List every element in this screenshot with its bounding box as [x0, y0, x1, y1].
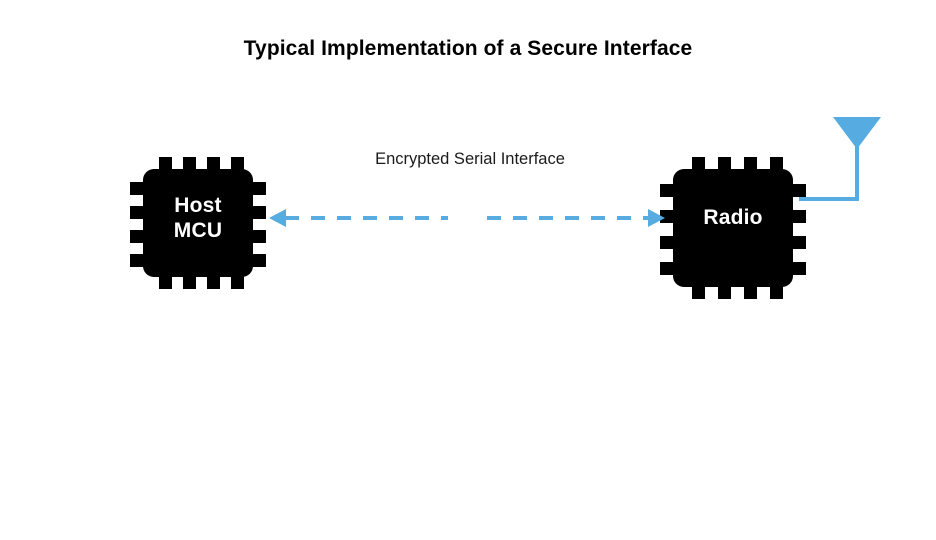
node-label-host-mcu: Host MCU [173, 194, 223, 242]
chip-pin-left-1 [660, 184, 675, 197]
chip-pin-right-1 [791, 184, 806, 197]
chip-pin-top-3 [207, 157, 220, 171]
node-host-mcu[interactable]: Host MCU [130, 157, 266, 289]
node-radio[interactable]: Radio [660, 157, 806, 299]
serial-link-label: Encrypted Serial Interface [375, 150, 565, 168]
chip-pin-right-2 [251, 206, 266, 219]
chip-pin-right-3 [791, 236, 806, 249]
chip-pin-bottom-4 [770, 285, 783, 299]
chip-pin-bottom-2 [183, 275, 196, 289]
chip-pin-right-3 [251, 230, 266, 243]
chip-pin-right-4 [251, 254, 266, 267]
arrow-head-left-icon [269, 209, 286, 227]
chip-body [143, 169, 253, 277]
chip-pin-left-3 [660, 236, 675, 249]
diagram-title: Typical Implementation of a Secure Inter… [243, 37, 693, 60]
chip-pin-top-1 [692, 157, 705, 171]
chip-pin-top-1 [159, 157, 172, 171]
chip-pin-top-4 [231, 157, 244, 171]
chip-pin-top-3 [744, 157, 757, 171]
serial-link-dash-left [285, 216, 448, 220]
antenna-feed-vertical [855, 140, 859, 201]
serial-link-dash-right [487, 216, 650, 220]
chip-pin-bottom-2 [718, 285, 731, 299]
antenna-icon [833, 117, 881, 149]
chip-pin-top-2 [183, 157, 196, 171]
chip-pin-right-4 [791, 262, 806, 275]
chip-pin-left-3 [130, 230, 145, 243]
chip-pin-left-4 [660, 262, 675, 275]
chip-pin-left-2 [130, 206, 145, 219]
chip-pin-bottom-1 [692, 285, 705, 299]
chip-pin-top-4 [770, 157, 783, 171]
chip-pin-right-1 [251, 182, 266, 195]
chip-pin-bottom-1 [159, 275, 172, 289]
chip-pin-left-1 [130, 182, 145, 195]
antenna-feed-horizontal [799, 197, 859, 201]
chip-pin-bottom-3 [744, 285, 757, 299]
node-label-radio: Radio [703, 206, 763, 229]
chip-pin-bottom-4 [231, 275, 244, 289]
arrow-head-right-icon [648, 209, 665, 227]
chip-pin-top-2 [718, 157, 731, 171]
chip-pin-left-4 [130, 254, 145, 267]
chip-pin-bottom-3 [207, 275, 220, 289]
chip-body [673, 169, 793, 287]
chip-pin-right-2 [791, 210, 806, 223]
